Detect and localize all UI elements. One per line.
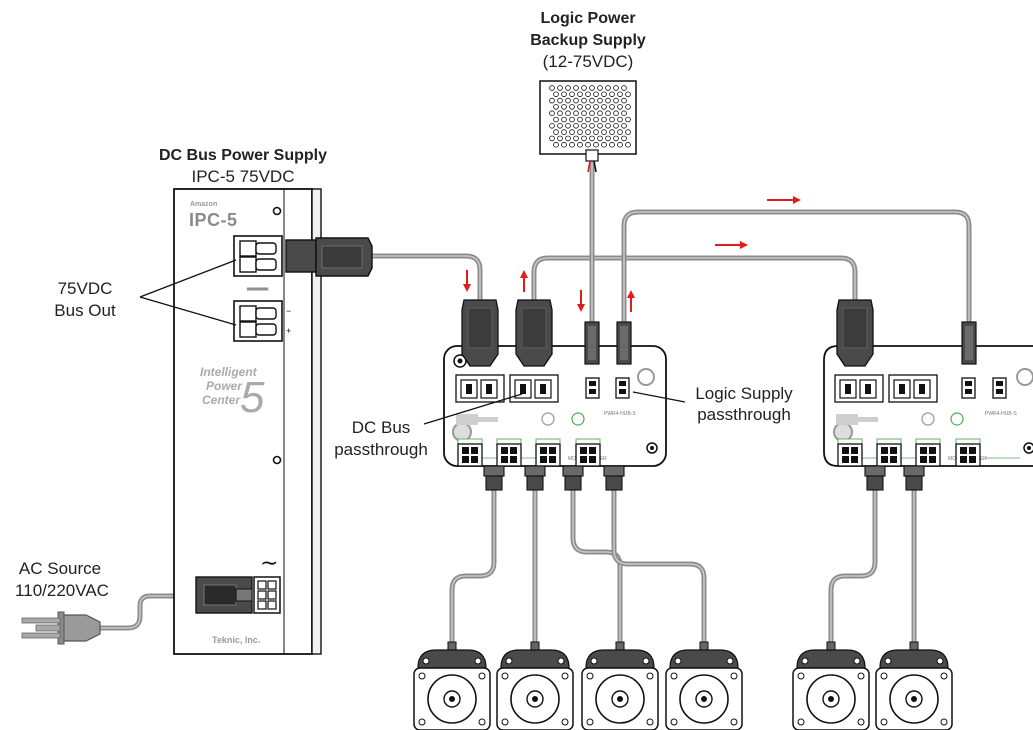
svg-text:Intelligent: Intelligent xyxy=(200,365,258,379)
logic-backup-title-2: Backup Supply xyxy=(530,32,646,49)
logic-backup-supply xyxy=(539,80,637,173)
bus-out-label-1: 75VDC xyxy=(58,279,113,298)
dc-bus-receptacle xyxy=(509,374,559,403)
plus-mark: + xyxy=(286,326,291,336)
dc-output-terminal-1: − + xyxy=(233,235,291,277)
servo-motor xyxy=(413,641,491,730)
servo-motor xyxy=(665,641,743,730)
servo-motor xyxy=(581,641,659,730)
labels: Logic Power Backup Supply (12-75VDC) DC … xyxy=(15,10,793,600)
mount-hole-icon xyxy=(833,422,853,442)
svg-text:Center: Center xyxy=(202,393,241,407)
ipc-model: IPC-5 xyxy=(189,210,238,230)
cable-plugs xyxy=(461,299,977,491)
leader-lines xyxy=(139,259,686,425)
servo-motor xyxy=(875,641,953,730)
servo-motor xyxy=(792,641,870,730)
vent-holes xyxy=(549,85,631,148)
motor-ports xyxy=(837,438,981,467)
ipc-maker: Teknic, Inc. xyxy=(212,635,260,645)
flow-arrows xyxy=(463,196,801,312)
hub-board-1: PWR4-HUB-S MOTOR POWER xyxy=(443,345,667,467)
ac-source-label-2: 110/220VAC xyxy=(15,581,109,600)
dc-output-terminal-2: − + xyxy=(233,300,291,342)
svg-text:5: 5 xyxy=(240,373,265,422)
mount-hole-icon xyxy=(272,455,282,465)
mount-hole-icon xyxy=(272,206,282,216)
dc-bus-connector xyxy=(285,237,373,277)
dc-bus-supply-model: IPC-5 75VDC xyxy=(192,167,295,186)
ac-source-label-1: AC Source xyxy=(19,559,101,578)
svg-text:Power: Power xyxy=(206,379,243,393)
ac-symbol: ∼ xyxy=(260,550,278,575)
mount-hole-icon xyxy=(452,422,472,442)
motor-ports xyxy=(457,438,601,467)
mount-hole-icon xyxy=(637,368,655,386)
hub-board-2: PWR4-HUB-S MOTOR POWER xyxy=(823,345,1033,467)
logic-pass-label-1: Logic Supply xyxy=(695,384,793,403)
hub-label: PWR4-HUB-S xyxy=(604,411,636,417)
dc-symbol: ═══ xyxy=(246,284,269,295)
dc-bus-receptacle xyxy=(834,374,884,403)
dc-bus-receptacle xyxy=(888,374,938,403)
dc-bus-supply-title: DC Bus Power Supply xyxy=(159,147,327,164)
logic-pass-label-2: passthrough xyxy=(697,405,791,424)
ipc-logo: Intelligent Power Center 5 xyxy=(200,365,265,422)
servo-motors xyxy=(413,641,953,730)
cables xyxy=(97,157,972,645)
mount-hole-icon xyxy=(1016,368,1033,386)
hub-label: PWR4-HUB-S xyxy=(985,411,1017,417)
logic-backup-title-1: Logic Power xyxy=(540,10,635,27)
dc-bus-pass-label-1: DC Bus xyxy=(352,418,411,437)
dc-bus-pass-label-2: passthrough xyxy=(334,440,428,459)
logic-backup-voltage: (12-75VDC) xyxy=(543,52,634,71)
servo-motor xyxy=(496,641,574,730)
ac-plug-icon xyxy=(21,611,101,645)
ipc-brand-small: Amazon xyxy=(190,201,217,208)
minus-mark: − xyxy=(286,306,291,316)
bus-out-label-2: Bus Out xyxy=(54,301,116,320)
ac-cord-connector xyxy=(195,576,253,614)
dc-bus-receptacle xyxy=(455,374,505,403)
ac-inlet xyxy=(253,576,281,614)
